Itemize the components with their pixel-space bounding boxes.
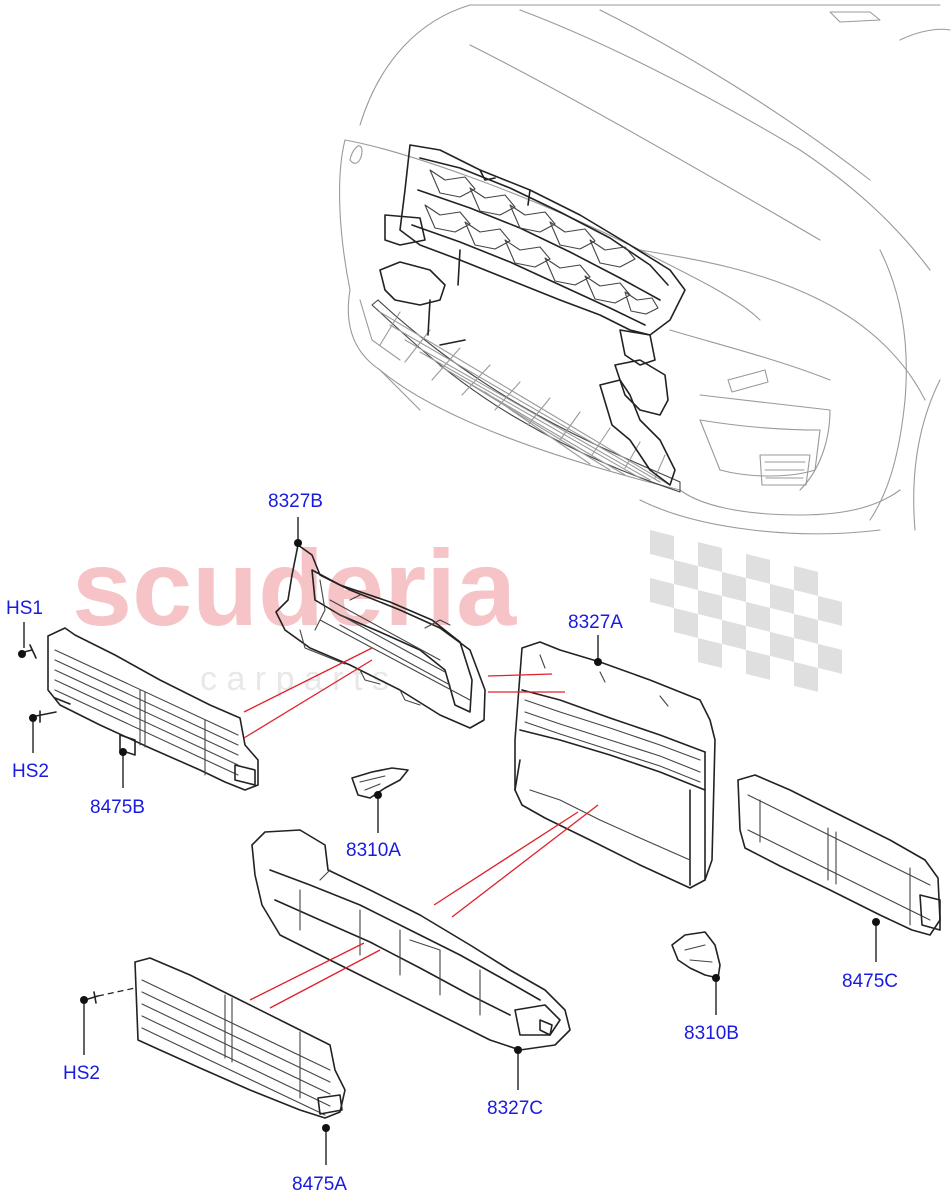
screw-HS2-upper [29,710,57,723]
part-8310B-bracket [671,931,721,979]
part-8310A-bracket [351,767,409,799]
callout-HS2-upper[interactable]: HS2 [12,761,49,782]
callout-8327A[interactable]: 8327A [568,612,623,633]
part-8327A-air-deflector [514,641,716,889]
screw-HS2-lower [80,987,136,1004]
checker-flag-icon [650,530,842,692]
screw-HS1 [18,644,37,659]
watermark-subtitle: c a r p a r t s [200,660,389,698]
lower-mesh-grille [371,299,681,493]
part-8475B-left-shutter [47,627,259,791]
part-8475A-lower-shutter [134,957,346,1119]
part-8327B-upper-frame [275,544,486,729]
callout-8310B[interactable]: 8310B [684,1023,739,1044]
callout-8327C[interactable]: 8327C [487,1098,543,1119]
callout-8475A[interactable]: 8475A [292,1174,347,1195]
part-8327C-lower-carrier [251,829,571,1051]
callout-HS1[interactable]: HS1 [6,598,43,619]
assembly-indicator-lines [243,647,599,1009]
callout-8475C[interactable]: 8475C [842,971,898,992]
callout-leaders [23,517,880,1165]
callout-HS2-lower[interactable]: HS2 [63,1063,100,1084]
callout-8475B[interactable]: 8475B [90,797,145,818]
callout-8310A[interactable]: 8310A [346,840,401,861]
watermark-title: scuderia [72,527,517,648]
part-8475C-right-shutter [737,774,941,936]
callout-8327B[interactable]: 8327B [268,491,323,512]
watermark: scuderia c a r p a r t s [72,527,842,698]
installed-grille-assembly [379,144,686,486]
vehicle-front-illustration [338,4,951,535]
callout-labels: 8327B 8327A HS1 HS2 8475B 8310A 8475C 83… [6,491,898,1195]
